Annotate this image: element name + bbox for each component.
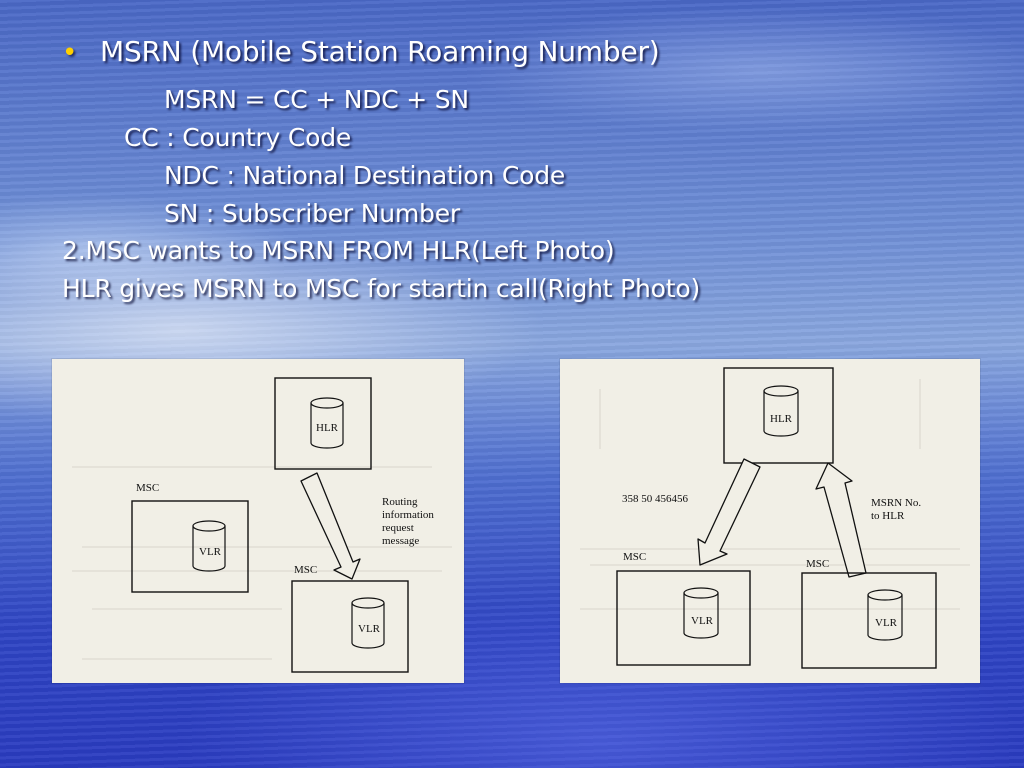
msc-left-box <box>131 500 249 593</box>
msc-right-box <box>801 572 937 669</box>
vlr-right-label: VLR <box>875 617 898 629</box>
vlr-left-label: VLR <box>691 615 714 627</box>
cc-definition: CC : Country Code <box>124 123 352 152</box>
hlr-box <box>274 377 372 470</box>
hlr-box <box>723 367 834 464</box>
msc-left-label: MSC <box>623 551 646 563</box>
vlr-right-database-icon <box>867 589 903 641</box>
hlr-label: HLR <box>316 422 339 434</box>
vlr-left-database-icon <box>192 520 226 572</box>
point-msc-requests: 2.MSC wants to MSRN FROM HLR(Left Photo) <box>62 236 615 265</box>
msc-right-label: MSC <box>294 564 317 576</box>
bullet-dot: • <box>62 38 78 68</box>
routing-text-3: request <box>382 522 414 534</box>
hlr-database-icon <box>763 385 799 437</box>
hlr-label: HLR <box>770 413 793 425</box>
vlr-right-database-icon <box>351 597 385 649</box>
msc-left-label: MSC <box>136 482 159 494</box>
routing-text-4: message <box>382 535 419 547</box>
msrn-number-label: 358 50 456456 <box>622 493 689 505</box>
right-photo: HLR 358 50 456456 MSRN No. to HLR MSC VL… <box>560 359 980 683</box>
routing-text-2: information <box>382 509 434 521</box>
vlr-right-label: VLR <box>358 623 381 635</box>
request-arrow-icon <box>300 472 361 580</box>
slide-title: MSRN (Mobile Station Roaming Number) <box>100 35 660 68</box>
right-diagram: HLR 358 50 456456 MSRN No. to HLR MSC VL… <box>580 367 970 669</box>
msc-right-box <box>291 580 409 673</box>
msrn-up-arrow-icon <box>815 462 867 578</box>
msrn-to-hlr-1: MSRN No. <box>871 497 921 509</box>
msrn-to-hlr-2: to HLR <box>871 510 905 522</box>
hlr-database-icon <box>310 397 344 449</box>
routing-text-1: Routing <box>382 496 418 508</box>
point-hlr-gives: HLR gives MSRN to MSC for startin call(R… <box>62 274 700 303</box>
msc-left-box <box>616 570 751 666</box>
msrn-down-arrow-icon <box>697 458 761 566</box>
vlr-left-label: VLR <box>199 546 222 558</box>
vlr-left-database-icon <box>683 587 719 639</box>
sn-definition: SN : Subscriber Number <box>164 199 460 228</box>
left-diagram: HLR MSC VLR Routing information request … <box>72 377 452 673</box>
msc-right-label: MSC <box>806 558 829 570</box>
ndc-definition: NDC : National Destination Code <box>164 161 566 190</box>
left-photo: HLR MSC VLR Routing information request … <box>52 359 464 683</box>
formula-line: MSRN = CC + NDC + SN <box>164 85 469 114</box>
